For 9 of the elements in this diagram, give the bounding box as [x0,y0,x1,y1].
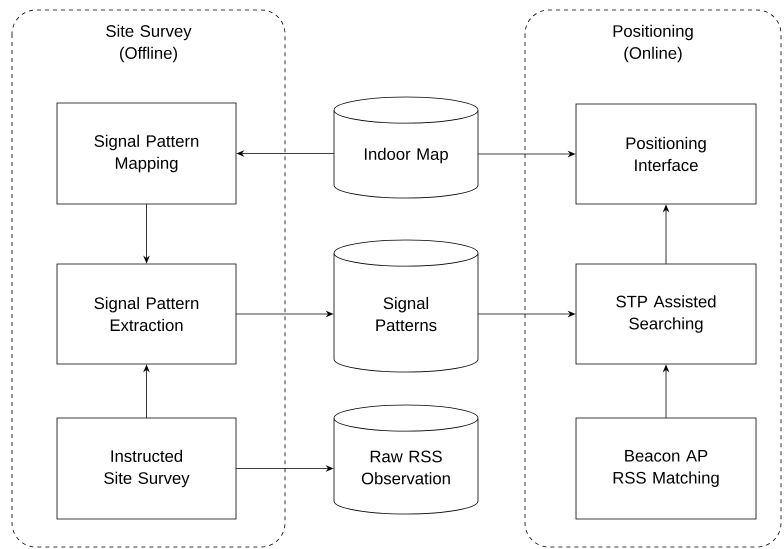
process-box: Instructed Site Survey [56,418,236,520]
database-cylinder: Signal Patterns [334,240,478,372]
process-box: Signal Pattern Mapping [56,102,236,204]
process-box: Positioning Interface [576,104,756,204]
process-box: Beacon AP RSS Matching [576,418,756,520]
process-box: STP Assisted Searching [576,264,756,364]
process-box: Signal Pattern Extraction [56,264,236,364]
database-cylinder: Raw RSS Observation [334,404,478,514]
database-cylinder: Indoor Map [334,96,478,198]
